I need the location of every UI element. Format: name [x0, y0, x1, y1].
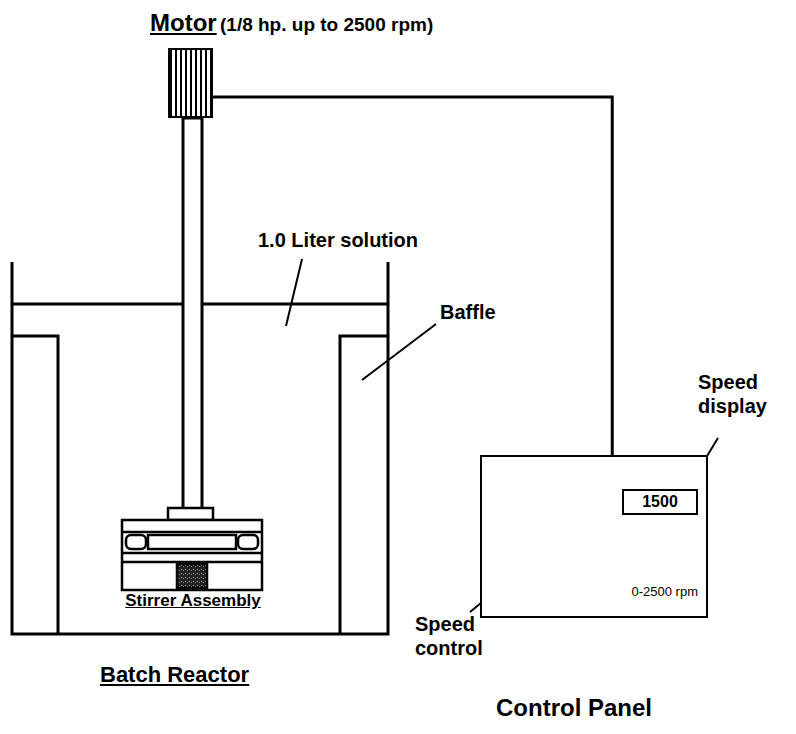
stirrer-assembly: [122, 508, 262, 590]
blade-tip: [126, 535, 146, 549]
impeller-body: [122, 520, 262, 590]
signal-wire: [213, 97, 612, 455]
speed-range: 0-2500 rpm: [632, 585, 698, 600]
motor-box: Motor(1/8 hp. up to 2500 rpm): [168, 48, 213, 118]
shaft: [183, 118, 202, 509]
baffle: [340, 336, 388, 634]
speed-value: 1500: [624, 493, 696, 511]
control-label: Speed control: [415, 612, 507, 660]
plate-line: [122, 531, 262, 534]
reactor-title: Batch Reactor: [100, 662, 249, 688]
leader-line: [362, 324, 436, 380]
solution-label: 1.0 Liter solution: [258, 228, 418, 252]
stirrer-label: Stirrer Assembly: [118, 591, 268, 611]
baffle: [12, 336, 58, 634]
speed-display: 1500: [622, 489, 698, 515]
panel-title: Control Panel: [496, 694, 652, 723]
display-label: Speed display: [698, 370, 790, 418]
blade-tip: [238, 535, 258, 549]
plate-line: [122, 552, 262, 555]
motor-title: Motor: [150, 9, 217, 37]
sample-holder: [177, 564, 207, 588]
leader-line: [286, 259, 302, 326]
baffle-label: Baffle: [440, 300, 496, 324]
hub: [168, 508, 213, 520]
impeller-bar: [148, 535, 236, 549]
control-panel: 0-2500 rpm 1500: [480, 455, 708, 618]
motor-rating: (1/8 hp. up to 2500 rpm): [220, 14, 433, 36]
